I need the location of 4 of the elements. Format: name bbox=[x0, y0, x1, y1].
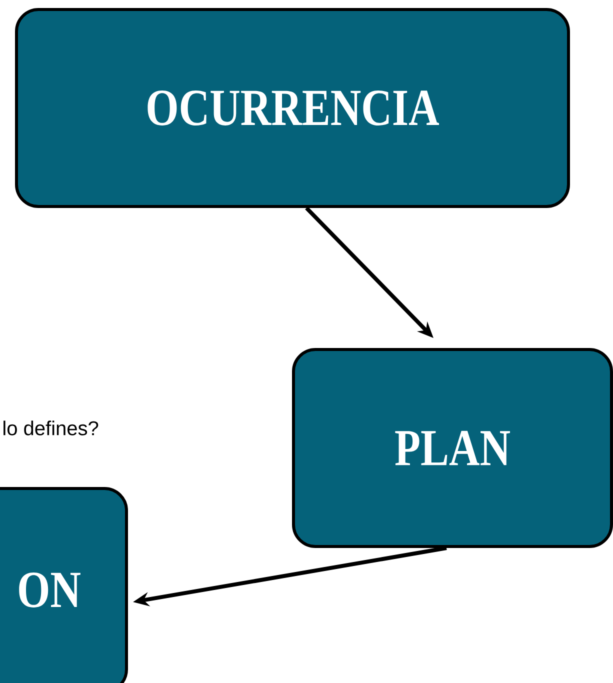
process-box: PLAN bbox=[292, 348, 613, 548]
note-text: lo defines? bbox=[4, 420, 98, 436]
process-box: ON bbox=[0, 487, 128, 683]
process-box: OCURRENCIA bbox=[15, 8, 570, 208]
